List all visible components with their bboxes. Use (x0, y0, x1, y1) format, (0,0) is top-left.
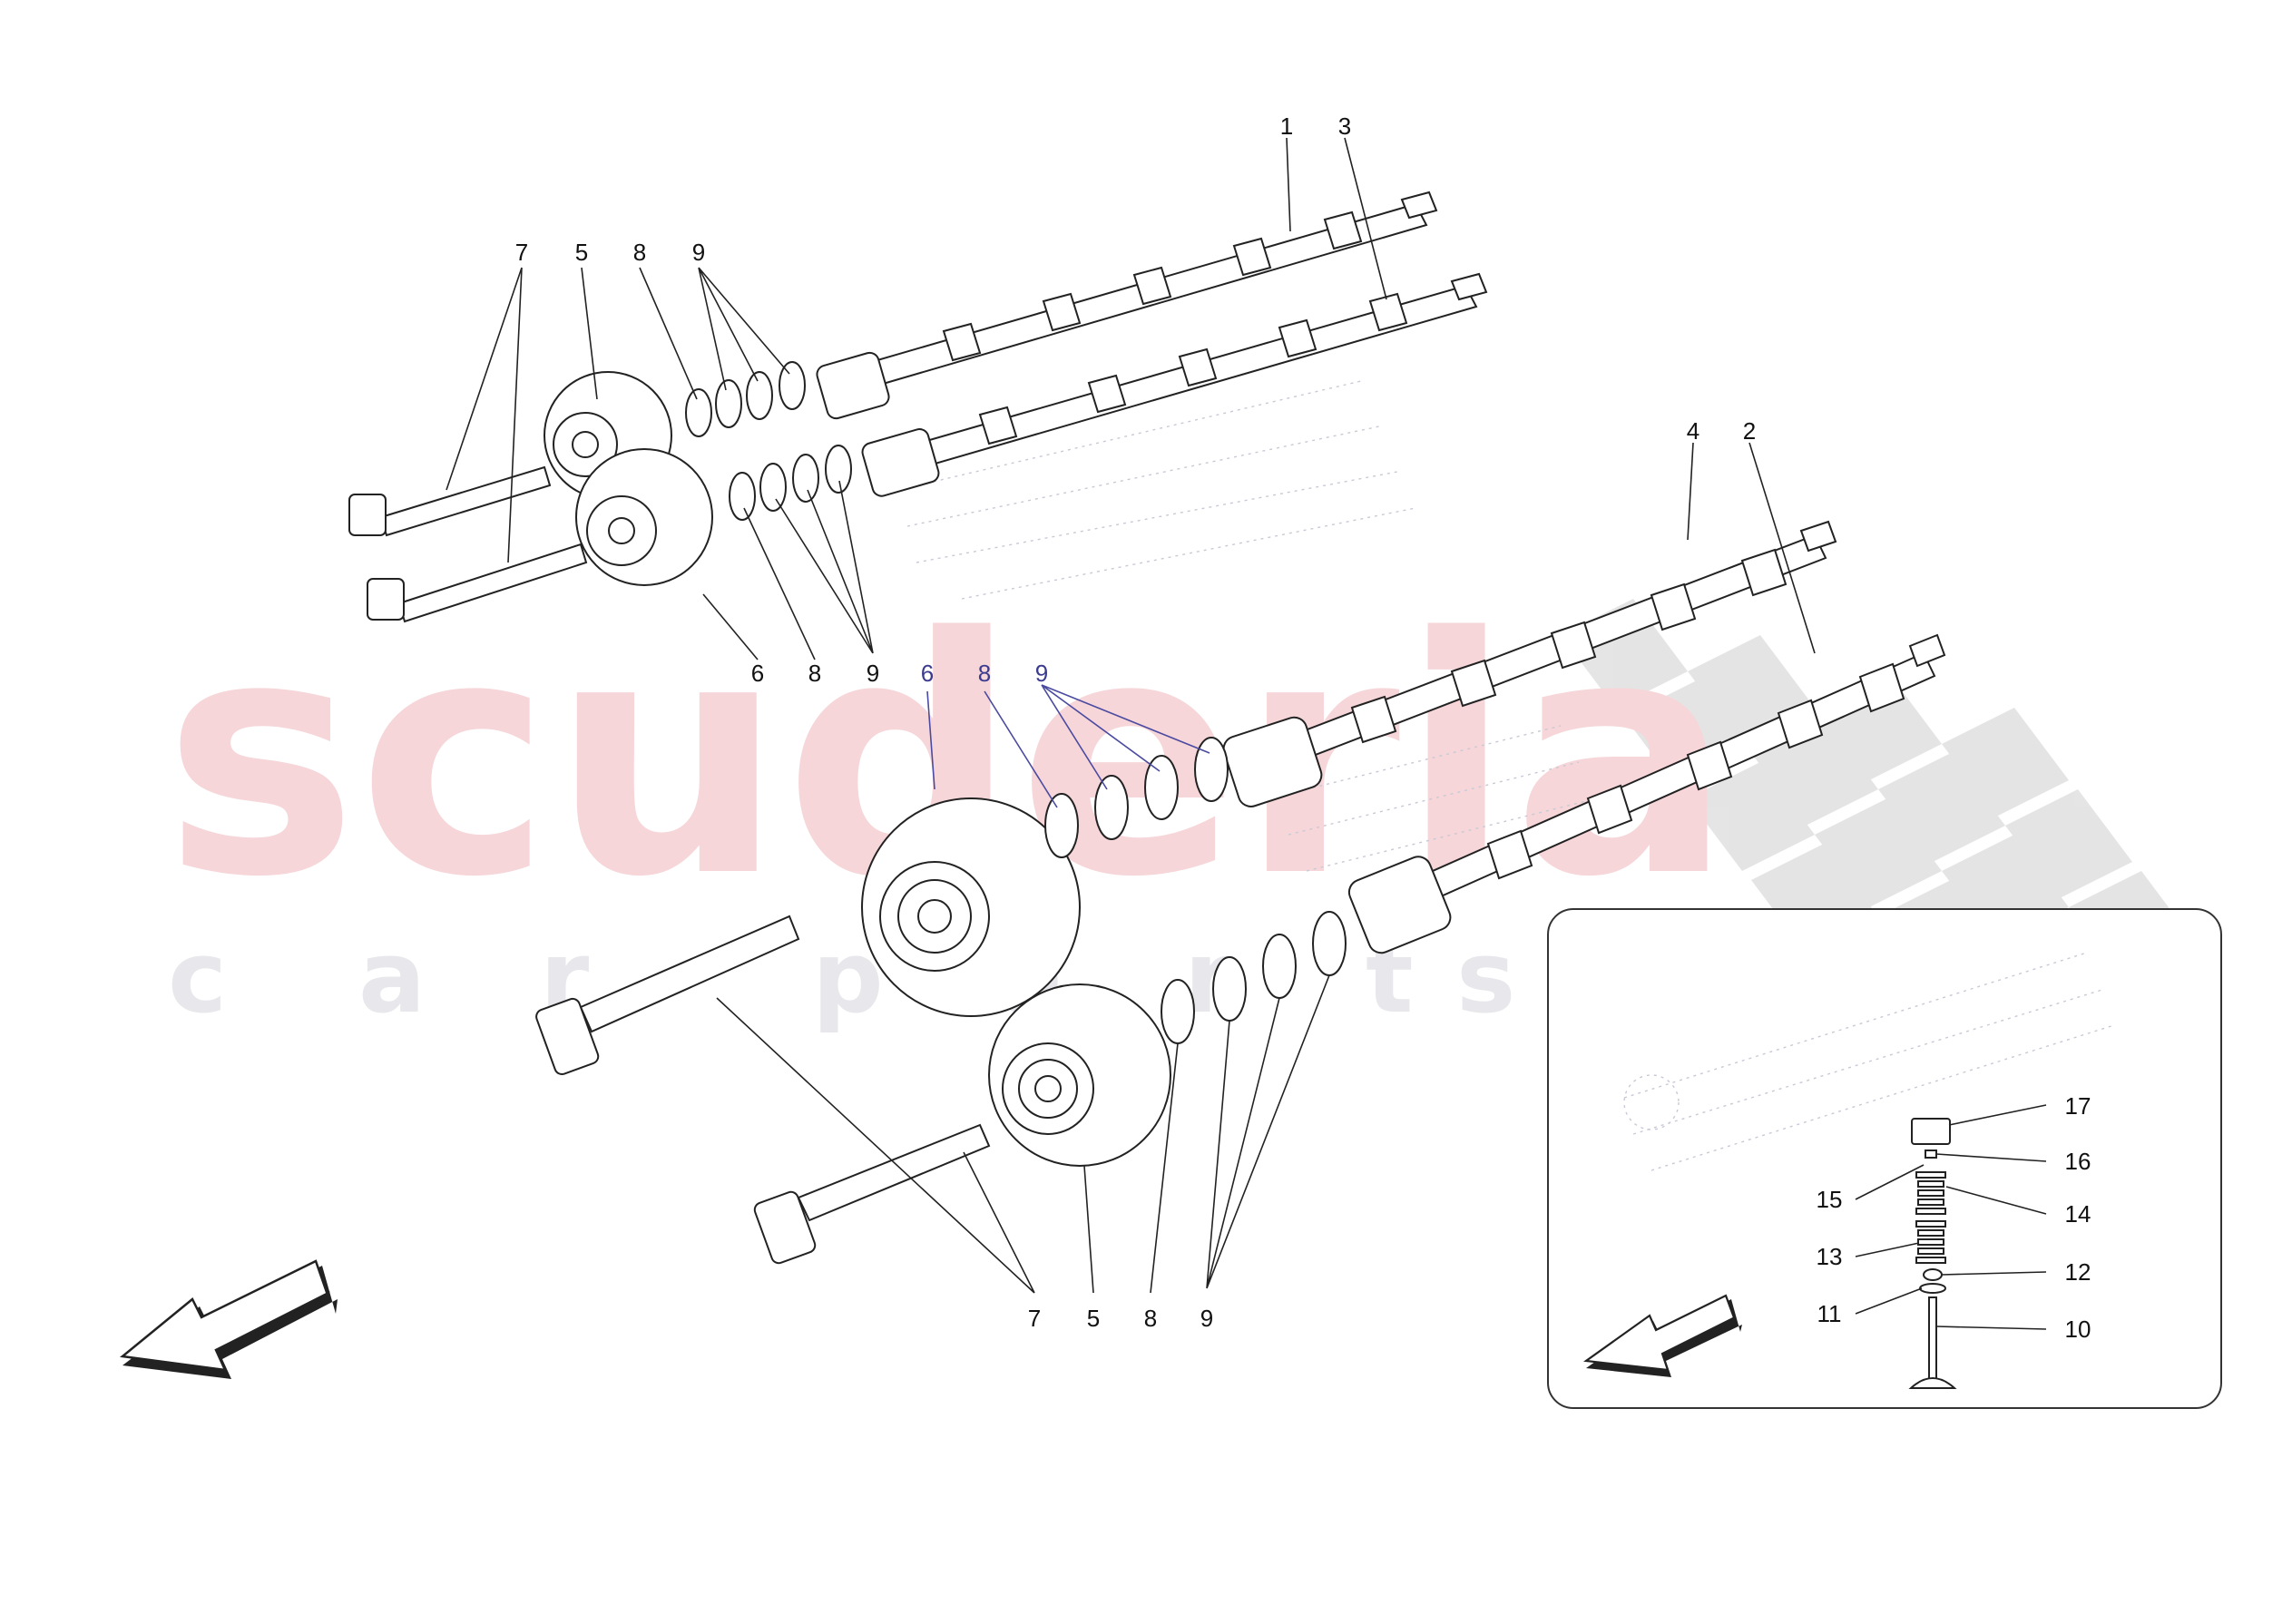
callout-labels: 1 3 4 2 7 5 8 9 6 8 9 6 8 9 7 5 8 9 (515, 113, 1756, 1332)
callout-12: 12 (2065, 1258, 2091, 1286)
inset-frame (1547, 908, 2222, 1409)
callout-16: 16 (2065, 1148, 2091, 1175)
callout-10: 10 (2065, 1316, 2091, 1343)
callout-8: 8 (808, 660, 821, 687)
callout-6: 6 (921, 660, 934, 687)
lower-camshaft-group (535, 520, 1946, 1265)
callout-8: 8 (633, 239, 646, 266)
inset-leader-lines (1855, 1104, 2047, 1330)
callout-9: 9 (1200, 1305, 1213, 1332)
inset-direction-arrow-icon (1583, 1294, 1742, 1377)
washers-lower (1044, 737, 1347, 1044)
ghost-engine-outline (897, 380, 1598, 872)
callout-1: 1 (1280, 113, 1293, 140)
camshaft-2 (1347, 633, 1946, 954)
callout-8: 8 (978, 660, 991, 687)
callout-5: 5 (1087, 1305, 1100, 1332)
callout-8: 8 (1144, 1305, 1157, 1332)
callout-9: 9 (867, 660, 879, 687)
leader-lines (446, 137, 1816, 1294)
callout-7: 7 (515, 239, 528, 266)
callout-14: 14 (2065, 1200, 2091, 1228)
watermark-sub-letter: a (358, 919, 426, 1035)
callout-17: 17 (2065, 1092, 2091, 1120)
washers-upper (685, 361, 852, 521)
callout-11: 11 (1817, 1300, 1842, 1327)
phaser-gear-6-upper (575, 448, 713, 586)
camshaft-4 (1222, 520, 1837, 807)
watermark-sub-letter: s (1456, 919, 1515, 1035)
inset-ghost-cylinder-head (1623, 952, 2115, 1171)
valve-assembly-inset: 17 16 15 14 13 12 11 10 (1547, 908, 2222, 1409)
callout-3: 3 (1338, 113, 1351, 140)
camshaft-1 (816, 191, 1438, 420)
watermark-sub-letter: c (168, 919, 227, 1035)
bolt-7-upper (348, 465, 588, 623)
phaser-gear-5-lower (988, 983, 1171, 1167)
callout-13: 13 (1817, 1243, 1843, 1270)
callout-9: 9 (692, 239, 705, 266)
callout-9: 9 (1035, 660, 1048, 687)
callout-4: 4 (1687, 417, 1699, 445)
callout-6: 6 (751, 660, 764, 687)
upper-camshaft-group (348, 191, 1488, 623)
phaser-gear-6-lower (861, 797, 1081, 1017)
callout-2: 2 (1743, 417, 1756, 445)
callout-15: 15 (1817, 1186, 1843, 1213)
callout-5: 5 (575, 239, 588, 266)
callout-7: 7 (1028, 1305, 1041, 1332)
bolt-7-lower (535, 915, 991, 1265)
direction-arrow-icon (119, 1259, 338, 1379)
inset-callout-labels: 17 16 15 14 13 12 11 10 (1817, 1092, 2091, 1343)
camshaft-3 (861, 272, 1488, 497)
